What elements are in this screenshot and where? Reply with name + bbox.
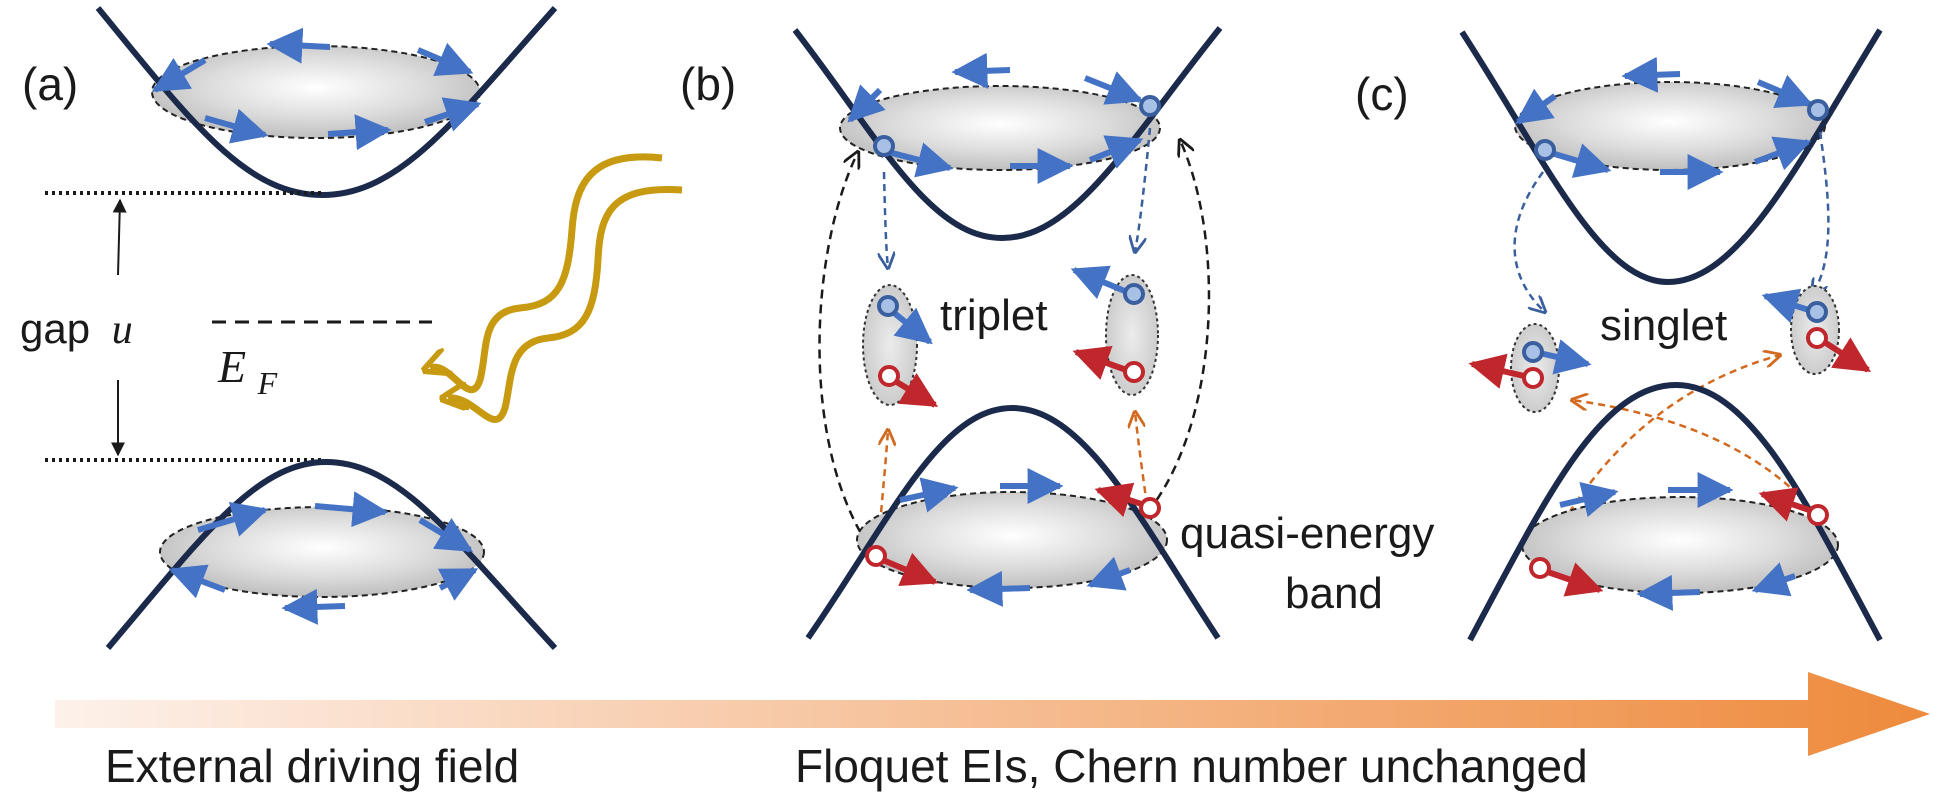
panel-b-arc-right [1147,140,1211,513]
panel-c-spin-arrow [1559,481,1619,517]
panel-b-transition-down-right [1135,127,1152,252]
panel-b-electron-right [1139,95,1161,117]
panel-b-spin-arrow [1088,135,1144,169]
panel-c-pair-label: singlet [1600,301,1727,350]
panel-a-gap-label: gap u [20,305,133,353]
panel-b-spin-arrow [899,477,959,513]
panel-a-spin-arrow [266,27,331,64]
panel-a-fermi-label: E F [217,341,278,401]
panel-b-arc-left [818,152,870,546]
panel-b-spin-arrow [951,52,1011,89]
panel-c-pair-hole-red [1806,327,1828,349]
panel-c-hole-left [1529,557,1551,579]
panel-c-pair-hole-red [1522,367,1544,389]
panel-a: (a) gap u E F [20,6,683,651]
panel-c-spin-arrow [1621,56,1681,93]
panel-c-spin-arrow [1515,88,1557,125]
panel-c-spin-arrow [1751,562,1796,597]
panel-a-spin-arrow [437,567,479,601]
gradient-arrow [55,672,1930,756]
panel-c-spin-arrow [1753,136,1812,171]
panel-a-spin-arrow [281,588,346,625]
panel-a-tag: (a) [22,58,78,110]
panel-c-spin-arrow [1541,562,1604,597]
panel-b-pair-spin [1070,265,1134,300]
panel-b: (b) triplet [680,26,1434,640]
panel-c-hole-right [1807,504,1829,526]
panel-a-field-wave-1 [430,153,663,393]
panel-a-spin-arrow [197,502,269,537]
right-caption: Floquet EIs, Chern number unchanged [795,740,1588,792]
panel-a-valence-band [105,458,558,651]
panel-c-tag: (c) [1355,68,1409,120]
panel-b-hole-right [1139,497,1161,519]
panel-a-spin-arrow [168,564,227,599]
panel-a-spin-arrow [418,517,474,553]
panel-a-spin-arrow [204,108,269,144]
panel-b-spin-arrow [1094,482,1149,518]
panel-b-spin-arrow [1086,556,1132,591]
panel-a-field-wave-2 [448,185,683,423]
panel-c-transition-down-left [1513,171,1545,312]
panel-b-band-label-line1: quasi-energy [1180,509,1434,558]
panel-c-pair-electron-blue [1522,341,1544,363]
panel-b-electron-left [873,135,895,157]
panel-c-pair-electron-blue [1806,301,1828,323]
panel-c-electron-right [1807,99,1829,121]
panel-b-spin-arrow [847,84,886,123]
panel-a-gap-arrow-up [112,198,127,276]
panel-c-pair-spin [1534,339,1592,375]
panel-a-spin-arrow [327,114,392,151]
panel-c-electron-left [1534,139,1556,161]
panel-b-pair-label: triplet [940,291,1048,340]
panel-a-spin-arrow [314,491,389,528]
panel-b-pair-hole-red [1123,361,1145,383]
panel-c-spin-arrow [1636,574,1701,611]
panel-c-spin-arrow [1756,74,1814,108]
panel-b-conduction-band [792,26,1223,242]
panel-b-transition-down-left [884,171,888,268]
panel-b-transition-up-right [1135,412,1149,506]
panel-a-spin-arrow [416,42,474,76]
panel-b-spin-arrow [876,552,939,587]
panel-c-transition-up-right [1572,400,1816,513]
panel-b-hole-left [865,545,887,567]
panel-b-pair-hole-red [878,365,900,387]
panel-c-spin-arrow [1547,143,1612,178]
panel-c-spin-arrow [1758,487,1816,522]
panel-a-spin-arrow [151,57,207,93]
panel-b-pair-electron-blue [1123,283,1145,305]
panel-b-spin-arrow [1083,71,1144,105]
panel-b-valence-band [805,404,1221,640]
panel-c: (c) singlet [1355,28,1883,642]
panel-c-transition-down-right [1812,131,1830,295]
panel-b-tag: (b) [680,58,736,110]
driving-field-arrow: External driving field Floquet EIs, Cher… [55,672,1930,792]
panel-b-spin-arrow [966,570,1031,607]
left-caption: External driving field [105,740,519,792]
panel-a-spin-arrow [424,97,482,132]
panel-b-band-label-line2: band [1285,569,1383,618]
panel-b-pair-spin [1072,345,1134,380]
panel-b-spin-arrow [887,142,954,178]
panel-b-pair-electron-blue [877,295,899,317]
